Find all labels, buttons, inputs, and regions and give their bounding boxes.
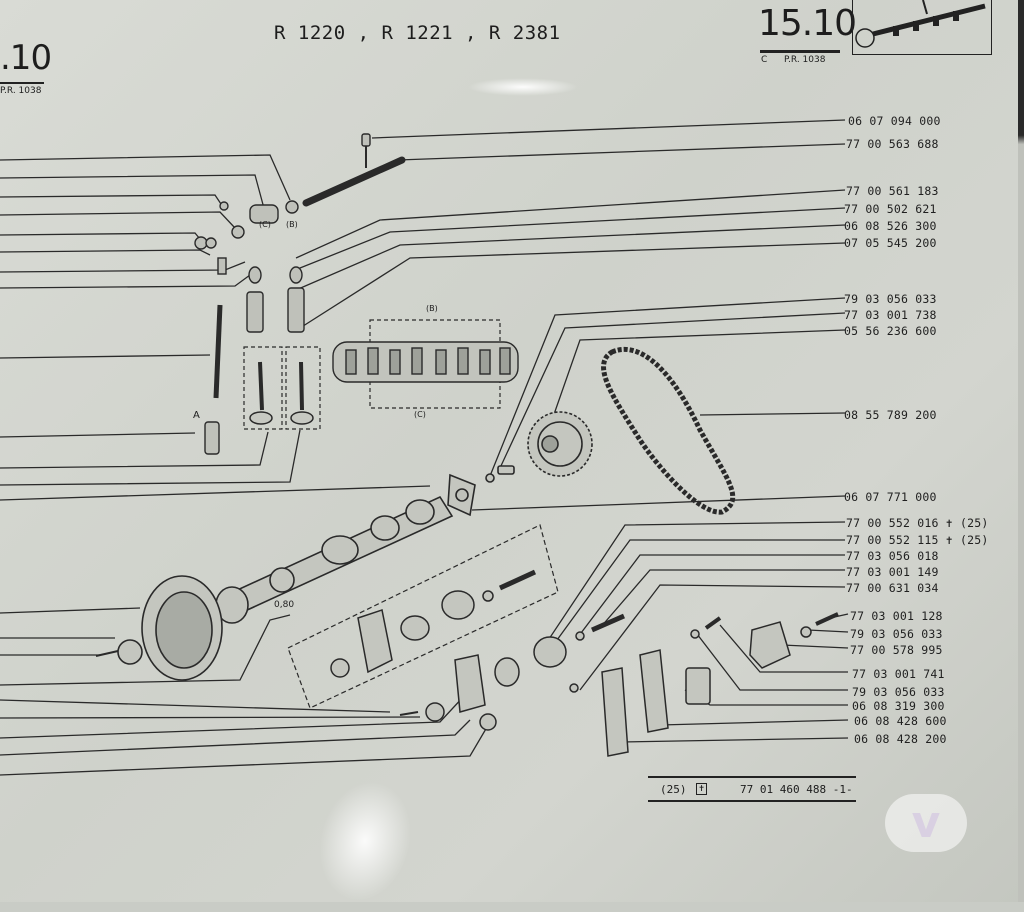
timing-parts [447,346,736,517]
part-ref: 77 00 552 115 ✝ (25) [846,533,989,547]
previous-page-ref: P.R. 1038 [0,86,42,96]
previous-page-number: .10 [0,38,52,78]
rocker-assembly [332,341,519,383]
frame-edge [1018,0,1024,902]
model-codes: R 1220 , R 1221 , R 2381 [274,22,561,44]
previous-page-rule [0,82,44,84]
part-ref: 77 03 001 149 [846,565,939,579]
footer-note-ref: 77 01 460 488 -1- [740,783,853,796]
label-b-rocker: (B) [286,220,298,229]
part-ref: 77 00 578 995 [850,643,943,657]
part-ref: 77 03 001 741 [852,667,945,681]
part-ref: 06 08 428 600 [854,714,947,728]
leader-lines [0,119,849,776]
page-number-rule [760,50,840,53]
part-ref: 79 03 056 033 [850,627,943,641]
part-ref: 77 03 001 128 [850,609,943,623]
part-ref: 79 03 056 033 [844,292,937,306]
footer-note-symbol: ✝ [696,783,707,795]
part-ref: 06 07 094 000 [848,114,941,128]
label-b-group: (B) [426,304,438,313]
part-ref: 77 00 552 016 ✝ (25) [846,516,989,530]
label-c-group: (C) [414,410,426,419]
footer-rule-bottom [648,800,856,802]
watermark-logo: v [885,794,967,852]
section-thumbnail [852,0,992,55]
part-ref: 06 08 319 300 [852,699,945,713]
part-ref: 77 03 001 738 [844,308,937,322]
part-ref: 07 05 545 200 [844,236,937,250]
page-ref-c: C [761,55,768,65]
footer-rule-top [648,776,856,778]
part-ref: 77 00 631 034 [846,581,939,595]
camshaft [95,495,454,681]
footer-note-index: (25) [660,783,687,796]
tensioner-parts [601,612,839,757]
part-ref: 77 03 056 018 [846,549,939,563]
part-ref: 05 56 236 600 [844,324,937,338]
light-glare [468,78,578,96]
valve-gear-parts [194,133,406,455]
part-ref: 06 07 771 000 [844,490,937,504]
page-ref: P.R. 1038 [784,55,826,65]
part-ref: 08 55 789 200 [844,408,937,422]
label-clearance: 0,80 [274,600,295,610]
part-ref: 06 08 526 300 [844,219,937,233]
valves [249,361,314,425]
part-ref: 79 03 056 033 [852,685,945,699]
part-ref: 77 00 563 688 [846,137,939,151]
part-ref: 77 00 502 621 [844,202,937,216]
pump-parts [330,569,626,731]
part-ref: 77 00 561 183 [846,184,939,198]
label-c-rocker: (C) [259,220,271,229]
part-ref: 06 08 428 200 [854,732,947,746]
camshaft-thumbnail-icon [855,0,986,48]
page-number: 15.10 [758,3,857,44]
pump-box [287,524,559,709]
label-a: A [193,410,200,421]
